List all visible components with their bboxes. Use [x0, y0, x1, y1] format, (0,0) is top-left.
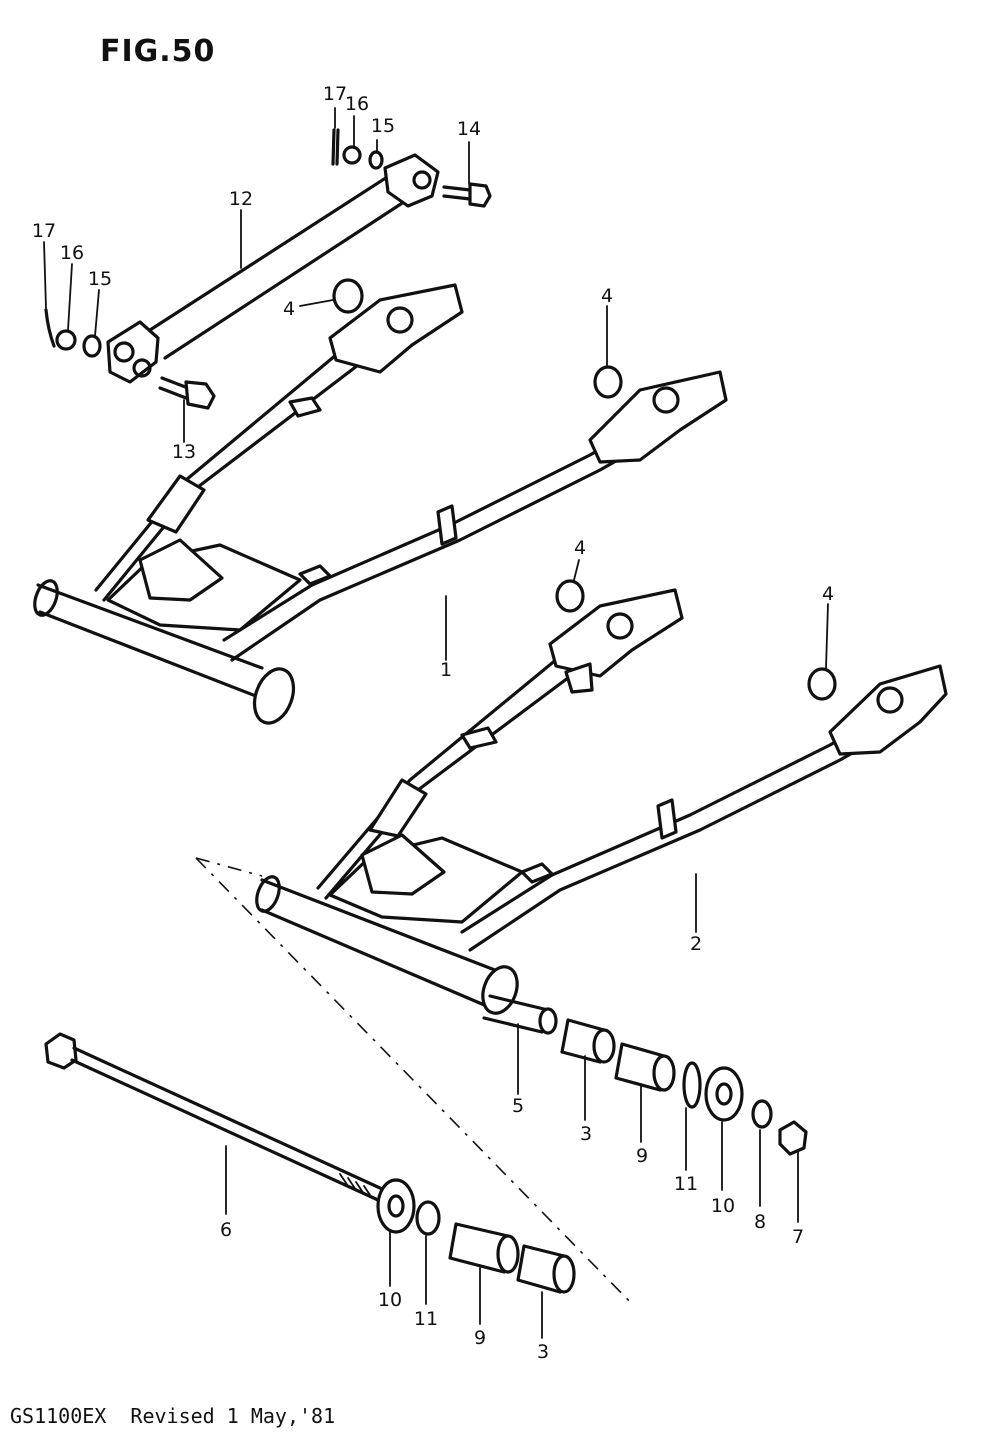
callout-4: 4 [574, 537, 586, 559]
swing-arm-1 [33, 283, 728, 725]
figure-title: FIG.50 [100, 34, 216, 69]
callout-16: 16 [60, 242, 84, 264]
callout-11: 11 [674, 1173, 698, 1195]
callout-5: 5 [512, 1095, 524, 1117]
bushing-4b [593, 365, 623, 399]
callout-17: 17 [323, 83, 347, 105]
callout-17: 17 [32, 220, 56, 242]
bolt-14 [442, 182, 492, 208]
washer-15b [82, 334, 102, 358]
callout-2: 2 [690, 933, 702, 955]
callout-8: 8 [754, 1211, 766, 1233]
revision-footer: GS1100EX Revised 1 May,'81 [10, 1404, 336, 1428]
swing-arm-2 [255, 588, 948, 1015]
washer-15a [368, 150, 384, 170]
alignment-line [195, 857, 635, 1307]
callout-11: 11 [414, 1308, 438, 1330]
callout-7: 7 [792, 1226, 804, 1248]
callout-4: 4 [601, 285, 613, 307]
nut-16a [342, 145, 362, 165]
washer-11b [415, 1200, 441, 1236]
bushing-4a [332, 278, 364, 314]
leader-lines [43, 107, 829, 1339]
bolt-13 [158, 376, 216, 410]
cotter-pin-17b [44, 308, 56, 348]
pivot-spacer-5 [482, 994, 558, 1035]
callout-6: 6 [220, 1219, 232, 1241]
callout-4: 4 [822, 583, 834, 605]
alignment-line [195, 857, 263, 877]
callout-10: 10 [378, 1289, 402, 1311]
callout-16: 16 [345, 93, 369, 115]
callout-3: 3 [537, 1341, 549, 1363]
nut-7 [778, 1120, 808, 1156]
washer-8 [751, 1099, 773, 1129]
dust-seal-10b [376, 1178, 416, 1234]
pivot-bolt-6 [44, 1032, 382, 1202]
cotter-pin-17a [331, 128, 340, 166]
callout-4: 4 [283, 298, 295, 320]
callout-9: 9 [636, 1145, 648, 1167]
callout-13: 13 [172, 441, 196, 463]
callout-10: 10 [711, 1195, 735, 1217]
needle-bearing-3a [560, 1018, 616, 1064]
spacer-9a [614, 1042, 676, 1092]
callout-9: 9 [474, 1327, 486, 1349]
bushing-4d [807, 667, 837, 701]
callout-12: 12 [229, 188, 253, 210]
spacer-9b [448, 1222, 520, 1274]
callout-15: 15 [88, 268, 112, 290]
callout-15: 15 [371, 115, 395, 137]
nut-16b [55, 329, 77, 351]
callout-3: 3 [580, 1123, 592, 1145]
callouts: 17 16 15 14 12 17 16 15 4 4 13 1 4 4 2 5… [32, 83, 834, 1363]
washer-11a [682, 1061, 702, 1109]
callout-1: 1 [440, 659, 452, 681]
torque-rod [106, 153, 440, 384]
needle-bearing-3b [516, 1244, 576, 1294]
callout-14: 14 [457, 118, 481, 140]
dust-seal-10a [704, 1066, 744, 1122]
bushing-4c [555, 579, 585, 613]
